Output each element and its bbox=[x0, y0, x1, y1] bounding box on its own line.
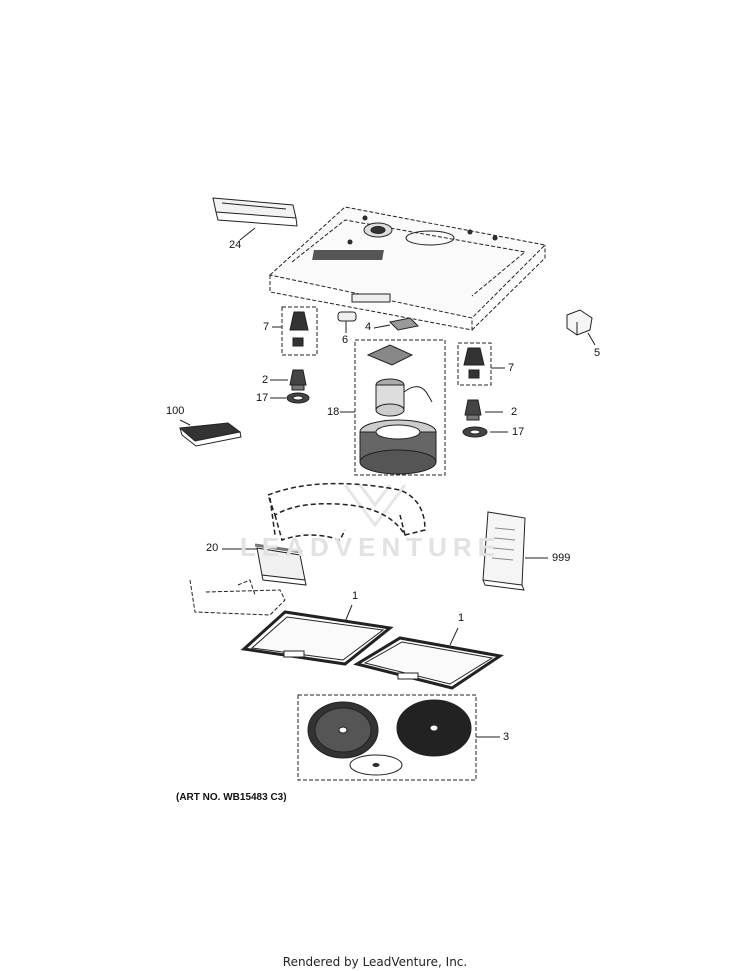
callout-4: 4 bbox=[365, 321, 372, 333]
callout-5: 5 bbox=[594, 347, 601, 359]
part-2-bulb-right bbox=[464, 399, 503, 421]
callout-17-left: 17 bbox=[256, 392, 269, 404]
part-17-gasket-left bbox=[270, 392, 310, 404]
part-7-lamp-socket-right bbox=[457, 342, 505, 386]
part-2-bulb-left bbox=[270, 369, 307, 391]
callout-3: 3 bbox=[503, 731, 510, 743]
part-5-clip bbox=[566, 309, 596, 346]
part-7-lamp-socket-left bbox=[281, 306, 318, 356]
part-1-grease-filter-left bbox=[240, 604, 394, 666]
callout-2-left: 2 bbox=[262, 374, 269, 386]
callout-6: 6 bbox=[342, 334, 349, 346]
callout-1-left: 1 bbox=[352, 590, 359, 602]
watermark-text: LEADVENTURE bbox=[240, 532, 502, 562]
duct-bracket bbox=[189, 579, 286, 616]
part-17-gasket-right bbox=[462, 426, 508, 438]
part-1-grease-filter-right bbox=[353, 627, 504, 690]
footer-credit: Rendered by LeadVenture, Inc. bbox=[282, 955, 468, 969]
callout-17-right: 17 bbox=[512, 426, 525, 438]
part-3-charcoal-filter-kit bbox=[297, 694, 500, 781]
part-4-bracket bbox=[373, 317, 420, 331]
watermark-logo bbox=[343, 484, 407, 528]
callout-20: 20 bbox=[206, 542, 219, 554]
hood-details bbox=[312, 215, 498, 303]
part-24-duct-transition bbox=[212, 197, 298, 241]
part-6-switch bbox=[337, 311, 357, 333]
callout-999: 999 bbox=[552, 552, 571, 564]
callout-24: 24 bbox=[229, 239, 242, 251]
blower-housing bbox=[267, 482, 426, 541]
art-number: (ART NO. WB15483 C3) bbox=[176, 792, 287, 803]
callout-18: 18 bbox=[327, 406, 340, 418]
callout-7-left: 7 bbox=[263, 321, 270, 333]
range-hood-body bbox=[268, 206, 547, 331]
callout-1-right: 1 bbox=[458, 612, 465, 624]
part-100-control-module bbox=[178, 419, 242, 447]
callout-2-right: 2 bbox=[511, 406, 518, 418]
part-999-owners-manual bbox=[482, 511, 548, 591]
part-18-blower-assembly bbox=[340, 339, 446, 476]
callout-100: 100 bbox=[166, 405, 185, 417]
part-20-filter-frame bbox=[222, 543, 307, 586]
callout-7-right: 7 bbox=[508, 362, 515, 374]
